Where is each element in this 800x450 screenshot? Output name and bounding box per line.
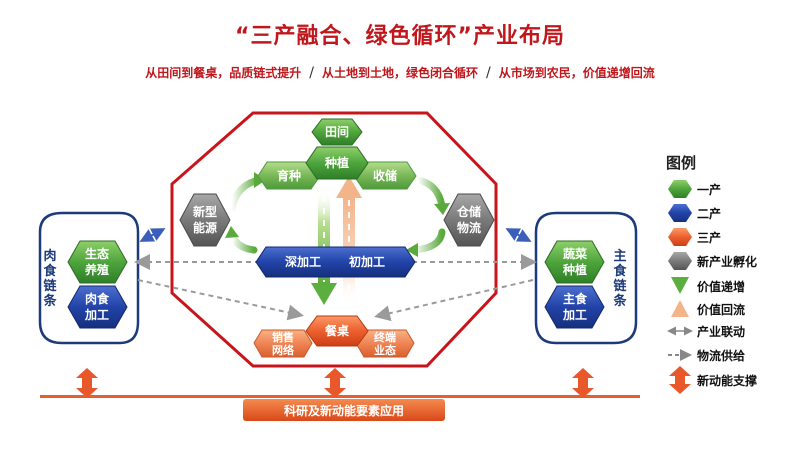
blue-hexagon-icon [668,204,692,222]
legend-label-logistics: 物流供给 [697,348,746,363]
node-roushi-label-1: 肉食 [85,291,110,306]
cycle-arrow-top-right [414,176,446,210]
node-canzhuo-label: 餐桌 [325,323,350,338]
node-zhongzhi-label: 种植 [324,155,349,170]
legend-label-industry-linkage: 产业联动 [697,324,746,339]
cycle-arrows [225,172,450,257]
node-rou-shi-jiagong: 肉食 加工 [67,285,128,329]
node-xinxing-label-2: 能源 [193,220,217,235]
legend-item-incubation: 新产业孵化 [697,251,757,271]
subtitle-part-3: 从市场到农民，价值递增回流 [498,66,655,80]
node-tianjian-label: 田间 [325,124,349,139]
legend-icons [667,180,693,394]
node-roushi-label-2: 加工 [84,307,109,322]
legend-label-value-return: 价值回流 [697,302,746,317]
node-yuzhong-label: 育种 [277,168,301,183]
node-chujiagong-label: 初加工 [349,254,385,269]
node-xinxing-label-1: 新型 [193,204,217,219]
gray-hexagon-icon [668,252,692,270]
green-hexagon-icon [668,180,692,198]
legend-item-industry-linkage: 产业联动 [697,321,745,341]
legend-label-incubation: 新产业孵化 [697,254,758,269]
bottom-support-bar [243,399,445,421]
node-shucai-zhongzhi: 蔬菜 种植 [544,240,605,284]
right-chain-title-char-1: 主 [613,248,626,264]
logistics-arrow-right-to-table [374,279,534,322]
node-tianjian: 田间 [311,118,363,146]
legend-item-secondary: 二产 [697,203,721,223]
node-yuzhong: 育种 [257,161,321,190]
logistics-arrow-left-to-table [137,279,304,321]
node-shucai-label-2: 种植 [562,262,587,277]
node-cangchu-label-1: 仓储 [456,204,481,219]
green-down-arrow-icon [671,277,689,294]
legend-label-tertiary: 三产 [697,230,722,245]
legend-item-logistics: 物流供给 [697,345,745,365]
legend-label-new-momentum: 新动能支撑 [697,373,758,388]
node-zhushi-label-2: 加工 [562,307,587,322]
legend-title: 图例 [666,154,697,172]
node-cangchu-label-2: 物流 [457,220,481,235]
orange-updown-arrow-icon [669,366,691,394]
legend-label-value-increase: 价值递增 [697,279,746,294]
support-arrow-left [76,368,98,398]
legend-item-value-return: 价值回流 [697,299,745,319]
node-xiaoshou-wangluo: 销售 网络 [253,329,313,358]
legend-item-primary: 一产 [697,179,721,199]
right-chain-title: 主 食 链 条 [612,248,627,309]
node-shenjiagong-label: 深加工 [285,254,321,269]
peach-up-arrow-icon [671,300,689,317]
orange-hexagon-icon [668,228,692,246]
support-arrow-right [572,368,594,398]
node-processing-bar: 深加工 初加工 [255,246,416,278]
page-title: “三产融合、绿色循环”产业布局 [235,24,565,49]
right-chain-title-char-3: 链 [612,278,627,294]
node-shouchu: 收储 [353,161,417,190]
subtitle: 从田间到餐桌，品质链式提升 / 从土地到土地，绿色闭合循环 / 从市场到农民，价值递增回… [0,64,800,81]
legend-item-new-momentum: 新动能支撑 [697,370,757,390]
left-chain-title-char-4: 条 [43,293,57,309]
right-chain-title-char-2: 食 [613,263,627,279]
left-chain-title-char-2: 食 [43,263,57,279]
legend-label-primary: 一产 [697,182,722,197]
node-cangchu-wuliu: 仓储 物流 [443,193,495,247]
left-chain-title-char-3: 链 [42,278,57,294]
node-zhongzhi: 种植 [305,146,369,180]
support-arrow-center [324,368,346,398]
left-chain-title-char-1: 肉 [43,248,56,264]
node-zhongduan-label-2: 业态 [374,343,396,357]
industry-linkage-arrow-right [505,228,532,242]
legend-item-tertiary: 三产 [697,227,721,247]
node-shengtai-label-2: 养殖 [84,262,109,277]
legend-label-secondary: 二产 [697,206,722,221]
node-zhongduan-label-1: 终端 [374,330,396,344]
cycle-arrow-bottom-right [410,228,446,254]
node-xinxing-nengyuan: 新型 能源 [179,193,231,247]
right-chain-title-char-4: 条 [613,293,627,309]
subtitle-separator-2: / [486,65,491,81]
node-zhushi-label-1: 主食 [563,291,588,306]
subtitle-part-2: 从土地到土地，绿色闭合循环 [321,66,478,80]
node-xiaoshou-label-2: 网络 [272,343,294,357]
subtitle-separator-1: / [309,65,314,81]
node-xiaoshou-label-1: 销售 [272,330,294,344]
node-shengtai-yangzhi: 生态 养殖 [67,240,128,284]
legend-item-value-increase: 价值递增 [697,276,745,296]
node-shucai-label-1: 蔬菜 [563,246,587,261]
bottom-support-line [40,395,640,398]
node-shengtai-label-1: 生态 [85,246,109,261]
subtitle-part-1: 从田间到餐桌，品质链式提升 [145,66,302,80]
bottom-support-bar-label: 科研及新动能要素应用 [284,403,404,418]
industry-linkage-arrow-left [139,228,166,242]
node-zhushi-jiagong: 主食 加工 [544,285,605,329]
left-chain-title: 肉 食 链 条 [42,248,57,309]
node-canzhuo: 餐桌 [305,315,369,347]
central-octagon-frame [170,111,498,368]
node-shouchu-label: 收储 [373,168,397,183]
